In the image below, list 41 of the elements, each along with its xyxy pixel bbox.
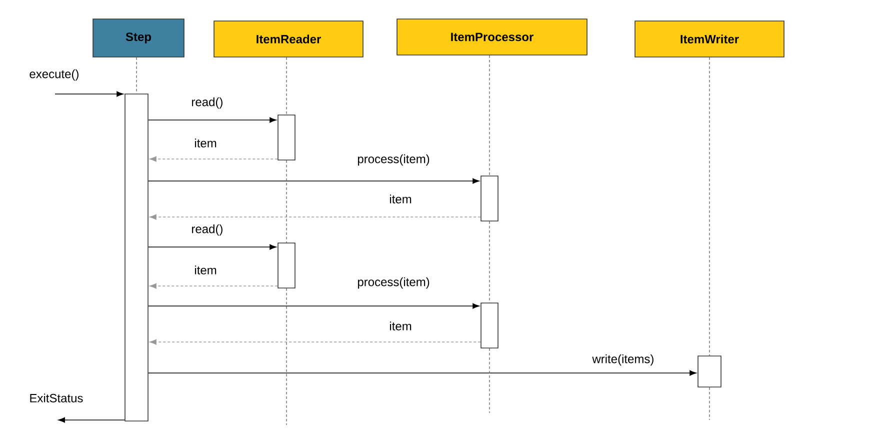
lifeline-header: ItemProcessor [396, 18, 588, 56]
activation-bar [480, 302, 498, 348]
edge-label: process(item) [358, 154, 430, 166]
arrow [148, 303, 480, 309]
lifeline [286, 288, 287, 426]
edge-label: item [195, 266, 216, 274]
lifeline [136, 57, 137, 94]
lifeline [489, 221, 490, 303]
arrow [54, 91, 124, 97]
lifeline [286, 57, 287, 115]
edge-label: item [390, 194, 412, 204]
arrow [58, 417, 126, 423]
arrow [148, 178, 480, 184]
activation-bar [278, 114, 296, 160]
activation-bar [480, 176, 498, 222]
edge-label: read() [192, 97, 222, 109]
edge-label: item [195, 138, 216, 148]
arrow [150, 339, 481, 345]
arrow [148, 244, 276, 250]
arrow [150, 283, 278, 289]
edge-label: read() [192, 224, 222, 236]
lifeline-header: ItemReader [214, 20, 364, 58]
edge-label: execute() [30, 69, 78, 81]
arrow [150, 156, 278, 162]
arrow [148, 117, 276, 123]
edge-label: process(item) [358, 277, 430, 289]
lifeline [709, 387, 710, 420]
arrow [150, 214, 481, 220]
lifeline [709, 57, 710, 356]
activation-bar [278, 242, 296, 288]
lifeline-header: Step [92, 18, 184, 58]
activation-bar [698, 356, 722, 388]
lifeline [489, 348, 490, 414]
edge-label: ExitStatus [30, 394, 83, 402]
lifeline-header: ItemWriter [634, 20, 784, 58]
activation-bar [124, 94, 148, 422]
arrow [148, 370, 696, 376]
lifeline [489, 55, 490, 176]
lifeline [286, 160, 287, 243]
edge-label: item [390, 322, 412, 330]
edge-label: write(items) [592, 354, 654, 366]
